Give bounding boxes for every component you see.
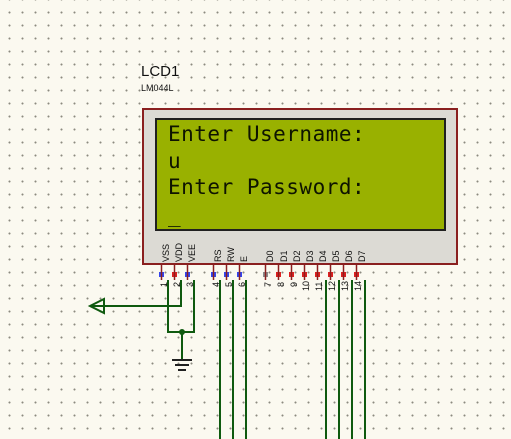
lcd-line-3: Enter Password:	[168, 175, 366, 199]
junction-dot	[179, 329, 185, 335]
power-terminal-icon[interactable]	[87, 297, 105, 315]
ground-icon[interactable]	[172, 359, 192, 371]
pin-stubs	[160, 265, 358, 280]
wire-vee[interactable]	[182, 280, 195, 333]
component-reference[interactable]: LCD1	[141, 63, 180, 80]
lcd-line-4: _	[168, 203, 182, 227]
wire-vss[interactable]	[167, 280, 182, 333]
lcd-line-1: Enter Username:	[168, 122, 366, 146]
wire-vdd[interactable]	[103, 280, 182, 307]
component-model: LM044L	[141, 83, 174, 93]
lcd-line-2: u	[168, 149, 182, 173]
lcd-screen: Enter Username: u Enter Password: _	[155, 118, 446, 231]
wires[interactable]	[103, 280, 366, 439]
